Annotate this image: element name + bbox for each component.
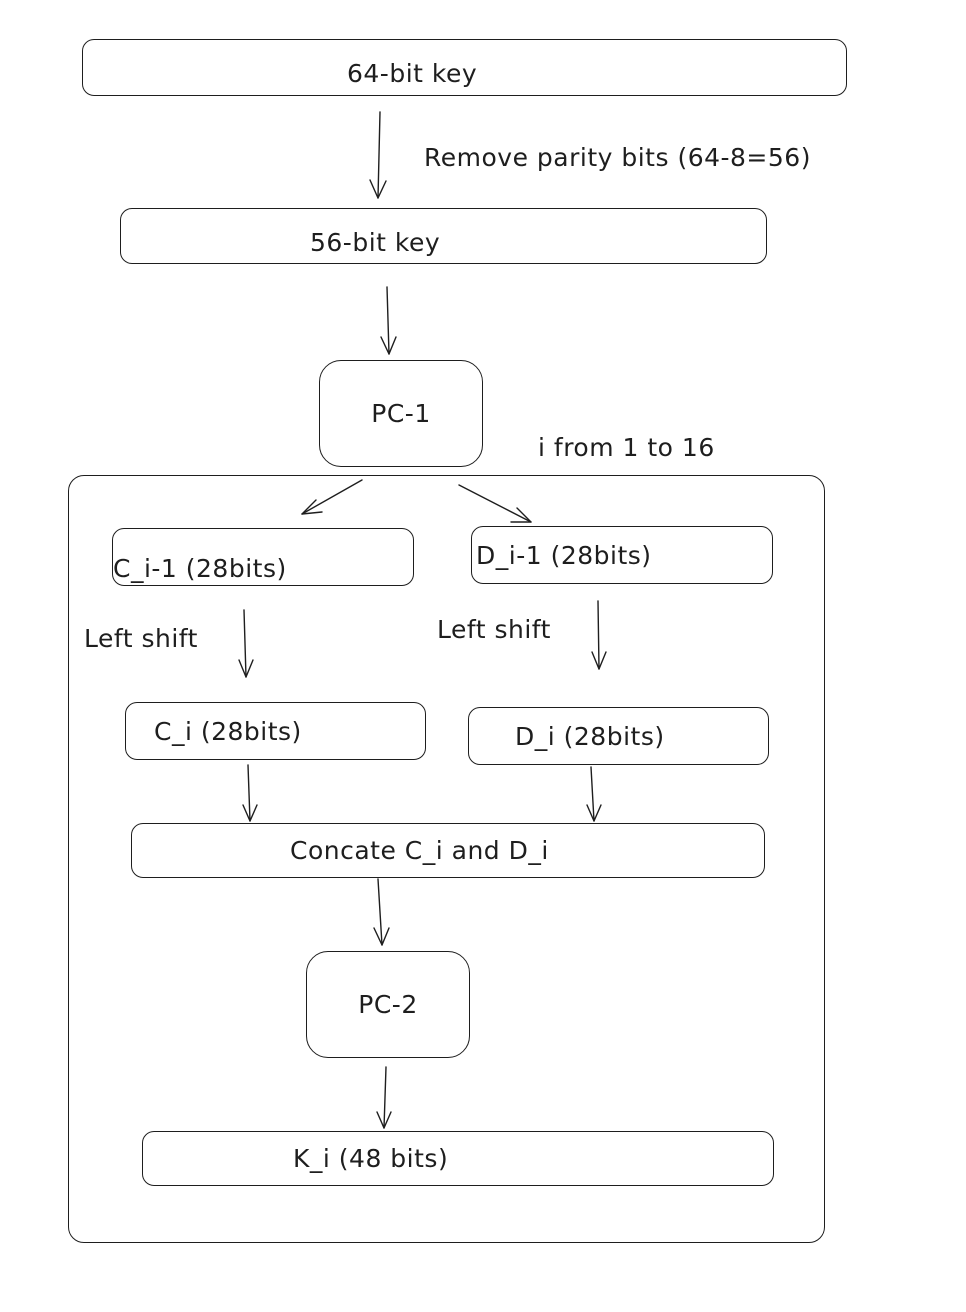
node-concat: Concate C_i and D_i [131,823,765,878]
node-d-i: D_i (28bits) [468,707,769,765]
node-d-prev-label: D_i-1 (28bits) [476,540,652,570]
node-c-i-label: C_i (28bits) [154,716,302,746]
node-64-bit-key: 64-bit key [82,39,847,96]
arrow-key64-to-key56 [369,111,387,199]
node-c-prev-label: C_i-1 (28bits) [113,553,287,583]
left-shift-c-label: Left shift [84,624,198,653]
node-k-i: K_i (48 bits) [142,1131,774,1186]
node-c-prev: C_i-1 (28bits) [112,528,414,586]
node-c-i: C_i (28bits) [125,702,426,760]
node-d-i-label: D_i (28bits) [515,721,665,751]
node-d-prev: D_i-1 (28bits) [471,526,773,584]
round-loop-container [68,475,825,1243]
left-shift-d-label: Left shift [437,615,551,644]
node-64-bit-key-label: 64-bit key [347,59,478,88]
node-pc-1: PC-1 [319,360,483,467]
node-pc-1-label: PC-1 [371,399,431,428]
node-pc-2-label: PC-2 [358,990,418,1019]
node-56-bit-key: 56-bit key [120,208,767,264]
arrow-key56-to-pc1 [380,286,397,355]
node-pc-2: PC-2 [306,951,470,1058]
loop-range-label: i from 1 to 16 [538,433,715,462]
node-k-i-label: K_i (48 bits) [293,1144,449,1173]
remove-parity-label: Remove parity bits (64-8=56) [424,143,811,172]
node-concat-label: Concate C_i and D_i [290,836,549,865]
node-56-bit-key-label: 56-bit key [310,227,441,257]
